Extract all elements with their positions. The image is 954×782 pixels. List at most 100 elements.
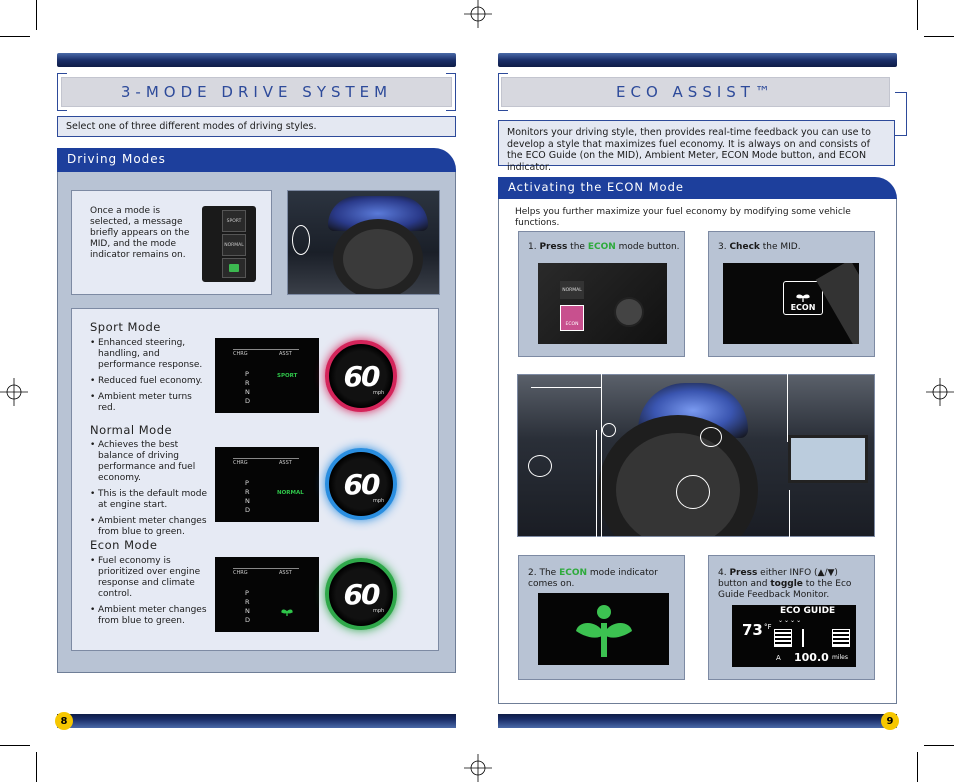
list-item: Enhanced steering, handling, and perform…	[90, 338, 212, 371]
normal-mode-title: Normal Mode	[90, 423, 173, 437]
header-bar	[498, 53, 897, 67]
crop-mark	[0, 745, 30, 746]
gear-d: D	[245, 616, 251, 624]
highlight-circle	[528, 455, 552, 477]
sport-indicator: SPORT	[277, 373, 298, 379]
econ-mode-title: Econ Mode	[90, 538, 158, 552]
econ-button-photo: NORMAL ECON	[538, 263, 667, 344]
econ-screen-label: ECON	[790, 303, 816, 312]
bracket-left	[57, 73, 67, 111]
gear-p: P	[245, 370, 249, 378]
leaf-icon	[229, 264, 239, 272]
bar-graph	[774, 629, 792, 647]
step-4-text: 4. Press either INFO (▲/▼) button and to…	[718, 568, 868, 601]
mid-photo: ECON	[723, 263, 859, 344]
dashboard-photo	[517, 374, 875, 537]
econ-mode-bullets: Fuel economy is prioritized over engine …	[90, 556, 212, 632]
sport-button[interactable]: SPORT	[222, 210, 246, 232]
crop-mark	[36, 752, 37, 782]
nav-screen	[788, 435, 868, 483]
list-item: Ambient meter changes from blue to green…	[90, 605, 212, 627]
header-bar	[57, 53, 456, 67]
crop-mark	[924, 36, 954, 37]
list-item: Fuel economy is prioritized over engine …	[90, 556, 212, 600]
econ-gauge: 60 mph	[325, 558, 397, 630]
highlight-circle	[676, 475, 710, 509]
temperature-unit: °F	[764, 623, 772, 631]
steering-wheel	[333, 219, 423, 294]
step-4-verb2: toggle	[770, 579, 803, 589]
gear-n: N	[245, 497, 250, 505]
gear-d: D	[245, 397, 251, 405]
crop-mark	[917, 752, 918, 782]
crop-mark	[924, 745, 954, 746]
step-4-rest: to the Eco Guide Feedback Monitor.	[718, 579, 852, 600]
chrg-label: CHRG	[233, 460, 248, 466]
callout-line	[787, 357, 788, 442]
normal-mode-bullets: Achieves the best balance of driving per…	[90, 440, 212, 543]
mode-buttons-photo: SPORT NORMAL	[202, 206, 256, 282]
page-number: 9	[881, 712, 899, 730]
page-title: 3-MODE DRIVE SYSTEM	[61, 77, 452, 107]
step-2-key: ECON	[559, 568, 587, 578]
bracket-left	[498, 73, 508, 111]
assist-bar	[233, 349, 299, 350]
step-2-text: 2. The ECON mode indicator comes on.	[528, 568, 668, 590]
registration-mark	[926, 378, 954, 406]
gear-n: N	[245, 388, 250, 396]
bar-graph	[832, 629, 850, 647]
normal-gauge: 60 mph	[325, 448, 397, 520]
normal-indicator: NORMAL	[277, 490, 304, 496]
callout-line	[601, 357, 602, 555]
speed-value: 60	[343, 467, 381, 501]
gear-p: P	[245, 479, 249, 487]
section-tab: Driving Modes	[57, 148, 456, 172]
center-marker	[802, 629, 804, 647]
step-4-verb: Press	[729, 568, 758, 578]
normal-button[interactable]: NORMAL	[560, 281, 584, 299]
step-4-number: 4.	[718, 568, 730, 578]
asst-label: ASST	[279, 351, 292, 357]
bracket-right	[895, 92, 907, 136]
sport-mode-title: Sport Mode	[90, 320, 161, 334]
eco-guide-display: ECO GUIDE 73 °F ⌄⌄⌄⌄ A 100.0 miles	[732, 605, 856, 667]
gear-n: N	[245, 607, 250, 615]
list-item: Ambient meter changes from blue to green…	[90, 516, 212, 538]
step-1-number: 1.	[528, 242, 540, 252]
footer-bar	[57, 714, 456, 728]
temperature-value: 73	[742, 621, 763, 639]
callout-line	[531, 387, 601, 388]
normal-button[interactable]: NORMAL	[222, 234, 246, 256]
speed-unit: mph	[373, 498, 385, 504]
step-1-key: ECON	[587, 242, 616, 252]
econ-leaf-icon	[796, 294, 810, 302]
eco-guide-title: ECO GUIDE	[780, 606, 836, 616]
intro-text: Once a mode is selected, a message brief…	[90, 206, 190, 260]
step-4-mid: either INFO (▲/▼) button and	[718, 568, 838, 589]
registration-mark	[464, 754, 492, 782]
distance-value: 100.0	[794, 651, 829, 664]
step-2-rest: mode indicator comes on.	[528, 568, 658, 589]
list-item: This is the default mode at engine start…	[90, 489, 212, 511]
gear-r: R	[245, 379, 250, 387]
speed-unit: mph	[373, 608, 385, 614]
econ-button[interactable]: ECON	[560, 305, 584, 331]
registration-mark	[464, 0, 492, 28]
econ-leaf-icon	[576, 605, 632, 657]
list-item: Achieves the best balance of driving per…	[90, 440, 212, 484]
list-item: Ambient meter turns red.	[90, 392, 212, 414]
page-description: Select one of three different modes of d…	[57, 116, 456, 137]
chrg-label: CHRG	[233, 351, 248, 357]
highlight-circle	[292, 225, 310, 255]
gear-r: R	[245, 488, 250, 496]
highlight-circle	[602, 423, 616, 437]
speed-unit: mph	[373, 390, 385, 396]
gear-d: D	[245, 506, 251, 514]
econ-leaf-icon	[281, 609, 293, 616]
speed-value: 60	[343, 359, 381, 393]
page-description: Monitors your driving style, then provid…	[498, 120, 895, 173]
econ-button[interactable]	[222, 258, 246, 278]
